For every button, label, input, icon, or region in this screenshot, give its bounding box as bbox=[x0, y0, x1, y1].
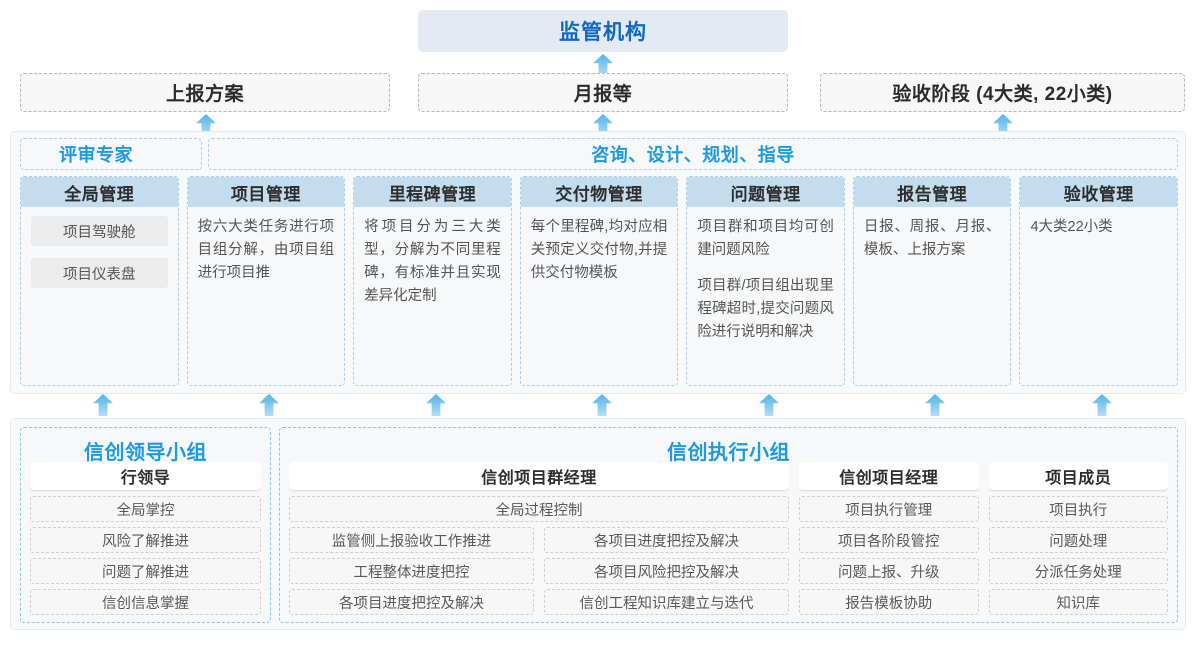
column-project-management[interactable]: 项目管理 按六大类任务进行项目组分解，由项目组进行项目推 bbox=[186, 176, 346, 386]
column-title: 里程碑管理 bbox=[354, 177, 511, 207]
management-columns: 全局管理 项目驾驶舱 项目仪表盘 项目管理 按六大类任务进行项目组分解，由项目组… bbox=[20, 176, 1179, 386]
task-item[interactable]: 信创工程知识库建立与迭代 bbox=[544, 589, 789, 615]
task-item[interactable]: 问题上报、升级 bbox=[799, 558, 979, 584]
column-paragraph: 将项目分为三大类型，分解为不同里程碑，有标准并且实现差异化定制 bbox=[364, 219, 501, 304]
lane-title: 行领导 bbox=[30, 462, 261, 490]
arrow-col-6 bbox=[1092, 394, 1112, 416]
lane-project-manager: 信创项目经理 项目执行管理 项目各阶段管控 问题上报、升级 报告模板协助 bbox=[799, 462, 979, 620]
column-report-management[interactable]: 报告管理 日报、周报、月报、模板、上报方案 bbox=[852, 176, 1012, 386]
task-item[interactable]: 工程整体进度把控 bbox=[289, 558, 534, 584]
pill-item[interactable]: 项目仪表盘 bbox=[31, 258, 168, 288]
task-item[interactable]: 问题了解推进 bbox=[30, 558, 261, 584]
column-paragraph: 4大类22小类 bbox=[1030, 219, 1113, 235]
report-box-plan: 上报方案 bbox=[20, 73, 390, 112]
task-item[interactable]: 各项目进度把控及解决 bbox=[289, 589, 534, 615]
column-title: 全局管理 bbox=[21, 177, 178, 207]
task-item[interactable]: 项目执行管理 bbox=[799, 496, 979, 522]
task-pair: 监管侧上报验收工作推进 各项目进度把控及解决 bbox=[289, 527, 789, 558]
task-item[interactable]: 知识库 bbox=[988, 589, 1168, 615]
arrow-col-2 bbox=[426, 394, 446, 416]
group-execution: 信创执行小组 信创项目群经理 全局过程控制 监管侧上报验收工作推进 各项目进度把… bbox=[279, 427, 1178, 623]
column-body: 4大类22小类 bbox=[1020, 207, 1177, 385]
task-item[interactable]: 报告模板协助 bbox=[799, 589, 979, 615]
lane-row-leadership: 行领导 全局掌控 风险了解推进 问题了解推进 信创信息掌握 bbox=[21, 462, 270, 620]
task-item[interactable]: 全局掌控 bbox=[30, 496, 261, 522]
column-body: 将项目分为三大类型，分解为不同里程碑，有标准并且实现差异化定制 bbox=[354, 207, 511, 385]
column-title: 报告管理 bbox=[853, 177, 1011, 207]
column-title: 项目管理 bbox=[187, 177, 345, 207]
task-item[interactable]: 分派任务处理 bbox=[988, 558, 1168, 584]
arrow-col-1 bbox=[259, 394, 279, 416]
column-title: 验收管理 bbox=[1020, 177, 1178, 207]
group-title: 信创领导小组 bbox=[84, 442, 207, 464]
task-item[interactable]: 各项目进度把控及解决 bbox=[544, 527, 789, 553]
lane-title: 信创项目经理 bbox=[799, 462, 979, 490]
column-paragraph: 项目群和项目均可创建问题风险 bbox=[697, 219, 834, 258]
task-item[interactable]: 风险了解推进 bbox=[30, 527, 261, 553]
task-item[interactable]: 项目各阶段管控 bbox=[799, 527, 979, 553]
group-title: 信创执行小组 bbox=[667, 442, 790, 464]
report-label: 月报等 bbox=[573, 84, 633, 105]
task-item[interactable]: 问题处理 bbox=[988, 527, 1168, 553]
task-item[interactable]: 信创信息掌握 bbox=[30, 589, 261, 615]
column-paragraph: 日报、周报、月报、模板、上报方案 bbox=[863, 219, 1001, 258]
task-item[interactable]: 全局过程控制 bbox=[289, 496, 789, 522]
report-label: 上报方案 bbox=[165, 84, 244, 105]
band-consulting: 咨询、设计、规划、指导 bbox=[208, 138, 1178, 170]
lane-project-member: 项目成员 项目执行 问题处理 分派任务处理 知识库 bbox=[988, 462, 1168, 620]
lane-program-manager: 信创项目群经理 全局过程控制 监管侧上报验收工作推进 各项目进度把控及解决 工程… bbox=[289, 462, 789, 620]
teams-layer: 信创领导小组 行领导 全局掌控 风险了解推进 问题了解推进 信创信息掌握 信创执… bbox=[10, 418, 1186, 630]
arrow-col-4 bbox=[759, 394, 779, 416]
lane-title: 项目成员 bbox=[988, 462, 1168, 490]
lane-title: 信创项目群经理 bbox=[289, 462, 789, 490]
arrow-col-5 bbox=[925, 394, 945, 416]
arrow-col-0 bbox=[93, 394, 113, 416]
report-box-monthly: 月报等 bbox=[418, 73, 788, 112]
group-leadership: 信创领导小组 行领导 全局掌控 风险了解推进 问题了解推进 信创信息掌握 bbox=[20, 427, 271, 623]
column-issue-management[interactable]: 问题管理 项目群和项目均可创建问题风险 项目群/项目组出现里程碑超时,提交问题风… bbox=[686, 176, 845, 386]
column-title: 问题管理 bbox=[687, 177, 844, 207]
lane-bank-leader: 行领导 全局掌控 风险了解推进 问题了解推进 信创信息掌握 bbox=[30, 462, 261, 620]
band-review-experts: 评审专家 bbox=[20, 138, 202, 170]
lane-row-execution: 信创项目群经理 全局过程控制 监管侧上报验收工作推进 各项目进度把控及解决 工程… bbox=[280, 462, 1177, 620]
task-pair: 工程整体进度把控 各项目风险把控及解决 bbox=[289, 558, 789, 589]
report-label: 验收阶段 (4大类, 22小类) bbox=[892, 84, 1113, 105]
platform-layer: 评审专家 咨询、设计、规划、指导 全局管理 项目驾驶舱 项目仪表盘 项目管理 按… bbox=[10, 131, 1186, 394]
column-body: 每个里程碑,均对应相关预定义交付物,并提供交付物模板 bbox=[521, 207, 678, 385]
task-item[interactable]: 监管侧上报验收工作推进 bbox=[289, 527, 534, 553]
band-right-label: 咨询、设计、规划、指导 bbox=[591, 145, 795, 165]
task-item[interactable]: 项目执行 bbox=[988, 496, 1168, 522]
task-item[interactable]: 各项目风险把控及解决 bbox=[544, 558, 789, 584]
column-paragraph: 项目群/项目组出现里程碑超时,提交问题风险进行说明和解决 bbox=[697, 278, 834, 340]
column-body: 按六大类任务进行项目组分解，由项目组进行项目推 bbox=[188, 207, 345, 385]
band-left-label: 评审专家 bbox=[59, 145, 133, 165]
pill-item[interactable]: 项目驾驶舱 bbox=[31, 216, 168, 246]
column-body: 日报、周报、月报、模板、上报方案 bbox=[854, 207, 1011, 385]
column-paragraph: 每个里程碑,均对应相关预定义交付物,并提供交付物模板 bbox=[530, 219, 668, 281]
regulator-label: 监管机构 bbox=[559, 21, 647, 44]
column-body: 项目驾驶舱 项目仪表盘 bbox=[21, 207, 178, 385]
column-paragraph: 按六大类任务进行项目组分解，由项目组进行项目推 bbox=[197, 219, 335, 281]
column-milestone-management[interactable]: 里程碑管理 将项目分为三大类型，分解为不同里程碑，有标准并且实现差异化定制 bbox=[353, 176, 512, 386]
regulator-box: 监管机构 bbox=[418, 10, 788, 52]
column-acceptance-management[interactable]: 验收管理 4大类22小类 bbox=[1019, 176, 1179, 386]
column-global-management[interactable]: 全局管理 项目驾驶舱 项目仪表盘 bbox=[20, 176, 179, 386]
column-deliverable-management[interactable]: 交付物管理 每个里程碑,均对应相关预定义交付物,并提供交付物模板 bbox=[519, 176, 679, 386]
arrow-col-3 bbox=[592, 394, 612, 416]
column-title: 交付物管理 bbox=[520, 177, 678, 207]
task-pair: 各项目进度把控及解决 信创工程知识库建立与迭代 bbox=[289, 589, 789, 620]
column-body: 项目群和项目均可创建问题风险 项目群/项目组出现里程碑超时,提交问题风险进行说明… bbox=[687, 207, 844, 385]
report-box-acceptance: 验收阶段 (4大类, 22小类) bbox=[820, 73, 1185, 112]
